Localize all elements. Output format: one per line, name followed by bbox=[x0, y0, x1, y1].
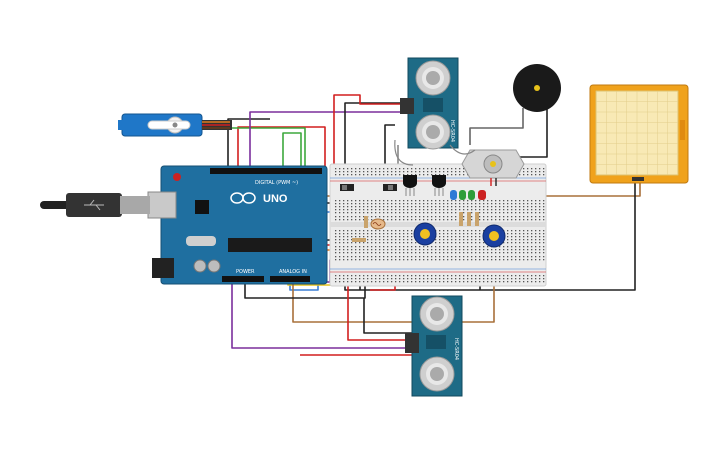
piezo-buzzer[interactable] bbox=[513, 64, 561, 112]
analog-header bbox=[270, 276, 310, 282]
servo-motor[interactable] bbox=[118, 113, 232, 137]
dc-motor[interactable] bbox=[461, 149, 525, 186]
sensor-label: HC-SR04 bbox=[449, 120, 455, 142]
sensor-loop-wires bbox=[394, 139, 476, 166]
capacitor-icon bbox=[193, 259, 207, 273]
dc-jack bbox=[152, 258, 174, 278]
sensor-pins bbox=[400, 98, 414, 114]
ldr-icon bbox=[372, 222, 382, 226]
digital-header-label: DIGITAL (PWM ~) bbox=[255, 180, 298, 186]
power-label: POWER bbox=[236, 269, 255, 275]
usb-jack bbox=[147, 191, 177, 219]
motor-icon bbox=[490, 161, 496, 167]
usb-icon bbox=[84, 199, 104, 211]
wire-black-top2 bbox=[344, 102, 405, 168]
arduino-uno[interactable]: UNO DIGITAL (PWM ~) POWER ANALOG IN bbox=[147, 165, 328, 285]
sensor-label-bottom: HC-SR04 bbox=[453, 338, 459, 360]
usb-chip bbox=[195, 200, 209, 214]
crystal-icon bbox=[426, 335, 446, 349]
led-blue[interactable] bbox=[450, 190, 457, 200]
arduino-logo-icon bbox=[230, 192, 256, 204]
switch-1[interactable] bbox=[340, 184, 354, 191]
led-green-2[interactable] bbox=[468, 190, 475, 200]
wire-black-top bbox=[227, 118, 270, 168]
lcd-display[interactable] bbox=[589, 84, 689, 184]
wire-black-sensor-gnd bbox=[384, 124, 395, 175]
digital-header bbox=[210, 168, 322, 174]
lcd-label-strip bbox=[680, 120, 685, 140]
switch-2[interactable] bbox=[383, 184, 397, 191]
photoresistor[interactable] bbox=[370, 218, 386, 230]
lcd-grid bbox=[595, 90, 679, 176]
potentiometer-1[interactable] bbox=[413, 222, 437, 246]
rgb-led[interactable] bbox=[478, 190, 486, 200]
power-header bbox=[222, 276, 264, 282]
transistor-1[interactable] bbox=[403, 175, 417, 196]
lcd-pins bbox=[632, 177, 644, 181]
reset-button[interactable] bbox=[173, 173, 181, 181]
wire-red-top2 bbox=[333, 94, 405, 175]
wire-gray-buzzer bbox=[469, 108, 524, 145]
buzzer-icon bbox=[534, 85, 540, 91]
usb-cable bbox=[40, 193, 150, 217]
atmega-chip bbox=[228, 238, 312, 252]
crystal-icon bbox=[186, 236, 216, 246]
crystal-icon bbox=[423, 98, 443, 112]
ultrasonic-sensor-bottom[interactable]: HC-SR04 bbox=[405, 295, 463, 397]
resistors bbox=[352, 212, 479, 242]
wire-purple-bottom bbox=[231, 268, 412, 349]
wire-purple-top bbox=[249, 111, 405, 168]
analog-label: ANALOG IN bbox=[279, 269, 307, 275]
wire-red-top bbox=[237, 126, 326, 175]
transistor-2[interactable] bbox=[432, 175, 446, 196]
wire-black-bottom2 bbox=[363, 298, 412, 334]
led-green[interactable] bbox=[459, 190, 466, 200]
potentiometer-2[interactable] bbox=[482, 224, 506, 248]
sensor-pins bbox=[405, 333, 419, 353]
wire-red-bottom bbox=[347, 270, 412, 341]
servo-horn-icon bbox=[147, 120, 191, 130]
ultrasonic-sensor-top[interactable]: HC-SR04 bbox=[400, 57, 459, 150]
capacitor-icon bbox=[207, 259, 221, 273]
arduino-brand-label: UNO bbox=[263, 193, 288, 205]
wire-green-servo bbox=[232, 127, 306, 175]
